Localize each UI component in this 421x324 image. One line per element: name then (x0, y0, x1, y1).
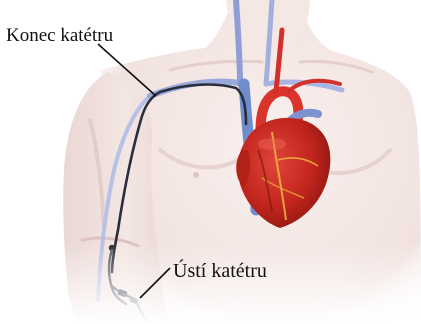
catheter-tip-label: Konec katétru (6, 26, 113, 45)
catheter-opening-label: Ústí katétru (173, 261, 267, 281)
